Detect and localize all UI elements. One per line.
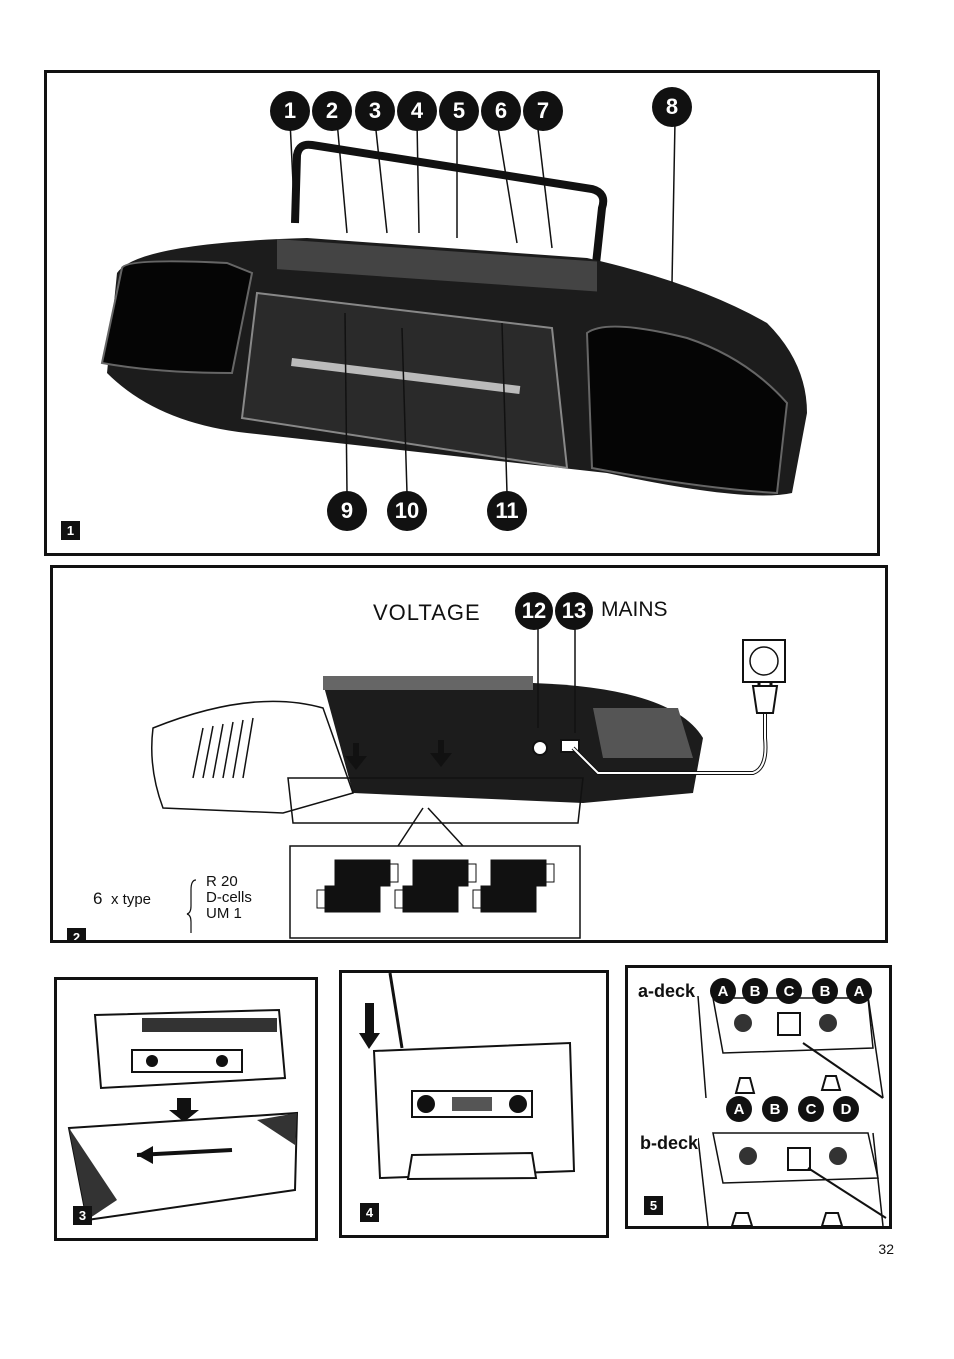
figure-5-panel: a-deck A B C B A A B C D b-deck 5 bbox=[625, 965, 892, 1229]
b-deck-callout-d: D bbox=[833, 1096, 859, 1122]
callout-6: 6 bbox=[481, 91, 521, 131]
battery-type-um1: UM 1 bbox=[206, 905, 242, 922]
a-deck-callout-b2: B bbox=[812, 978, 838, 1004]
b-deck-callout-c: C bbox=[798, 1096, 824, 1122]
callout-10: 10 bbox=[387, 491, 427, 531]
callout-1: 1 bbox=[270, 91, 310, 131]
battery-type-r20: R 20 bbox=[206, 873, 238, 890]
radio-cassette-illustration bbox=[100, 120, 807, 496]
battery-count: 6 bbox=[93, 889, 103, 908]
voltage-label: VOLTAGE bbox=[373, 600, 481, 625]
figure-5-number: 5 bbox=[644, 1196, 663, 1215]
mains-label: MAINS bbox=[601, 598, 668, 621]
callout-8: 8 bbox=[652, 87, 692, 127]
b-deck-callout-a: A bbox=[726, 1096, 752, 1122]
callout-7: 7 bbox=[523, 91, 563, 131]
figure-2-panel: VOLTAGE 12 13 MAINS 6 x type R 20 D-cell… bbox=[50, 565, 888, 943]
a-deck-label: a-deck bbox=[638, 981, 696, 1002]
battery-mains-illustration bbox=[151, 628, 786, 939]
callout-9: 9 bbox=[327, 491, 367, 531]
figure-4-number: 4 bbox=[360, 1203, 379, 1222]
b-deck-label: b-deck bbox=[640, 1133, 699, 1154]
cassette-insertion-illustration bbox=[67, 1008, 299, 1222]
figure-3-number: 3 bbox=[73, 1206, 92, 1225]
callout-5: 5 bbox=[439, 91, 479, 131]
cassette-tab-removal-illustration bbox=[359, 973, 576, 1181]
callout-2: 2 bbox=[312, 91, 352, 131]
battery-times-type: x type bbox=[111, 891, 152, 908]
callout-4: 4 bbox=[397, 91, 437, 131]
callout-3: 3 bbox=[355, 91, 395, 131]
page-number: 32 bbox=[878, 1241, 894, 1257]
figure-1-number: 1 bbox=[61, 521, 80, 540]
figure-1-panel: 1 2 3 4 5 6 7 8 9 10 11 1 bbox=[44, 70, 880, 556]
figure-4-panel: 4 bbox=[339, 970, 609, 1238]
callout-11: 11 bbox=[487, 491, 527, 531]
a-deck-callout-b1: B bbox=[742, 978, 768, 1004]
b-deck-callout-b: B bbox=[762, 1096, 788, 1122]
battery-type-dcells: D-cells bbox=[206, 889, 252, 906]
figure-3-panel: 3 bbox=[54, 977, 318, 1241]
a-deck-callout-a2: A bbox=[846, 978, 872, 1004]
head-cleaning-illustration bbox=[697, 995, 887, 1226]
a-deck-callout-c: C bbox=[776, 978, 802, 1004]
callout-13: 13 bbox=[555, 592, 593, 630]
figure-2-number: 2 bbox=[67, 928, 86, 940]
callout-12: 12 bbox=[515, 592, 553, 630]
a-deck-callout-a1: A bbox=[710, 978, 736, 1004]
